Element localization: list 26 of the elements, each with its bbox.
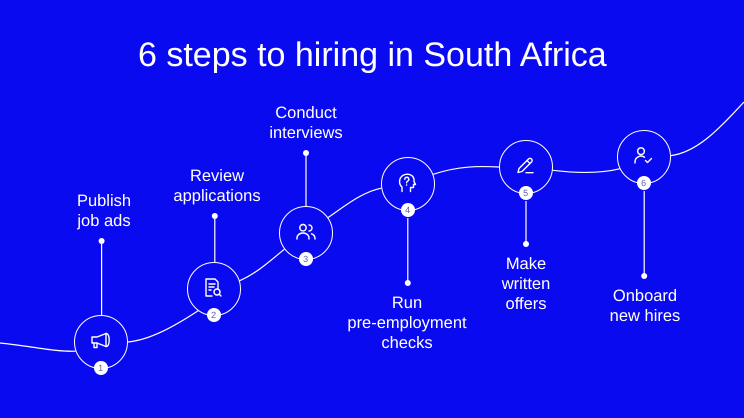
leader-line: [404, 218, 411, 286]
step-label: Make written offers: [500, 254, 552, 314]
step-number: 2: [206, 308, 221, 322]
timeline-curve: [670, 102, 744, 156]
leader-line: [98, 238, 105, 315]
timeline-curve: [433, 166, 500, 175]
leader-line: [641, 191, 648, 279]
step-number: 1: [94, 361, 108, 376]
step-number: 6: [636, 176, 651, 190]
timeline-curve: [128, 310, 198, 343]
step-number: 3: [298, 252, 313, 266]
step-label: Conduct interviews: [268, 103, 344, 143]
timeline-curve: [328, 188, 382, 218]
leader-line: [303, 150, 309, 206]
step-number: 4: [400, 203, 415, 218]
step-label: Review applications: [172, 166, 262, 206]
leader-line: [523, 201, 529, 247]
timeline-curve: [0, 342, 76, 352]
step-label: Publish job ads: [76, 191, 132, 231]
step-label: Onboard new hires: [608, 286, 682, 326]
timeline-curve: [552, 168, 620, 174]
title: 6 steps to hiring in South Africa: [138, 35, 607, 75]
step-label: Run pre-employment checks: [346, 293, 468, 353]
step-number: 5: [518, 186, 533, 200]
leader-line: [212, 213, 218, 262]
timeline-curve: [239, 248, 285, 282]
